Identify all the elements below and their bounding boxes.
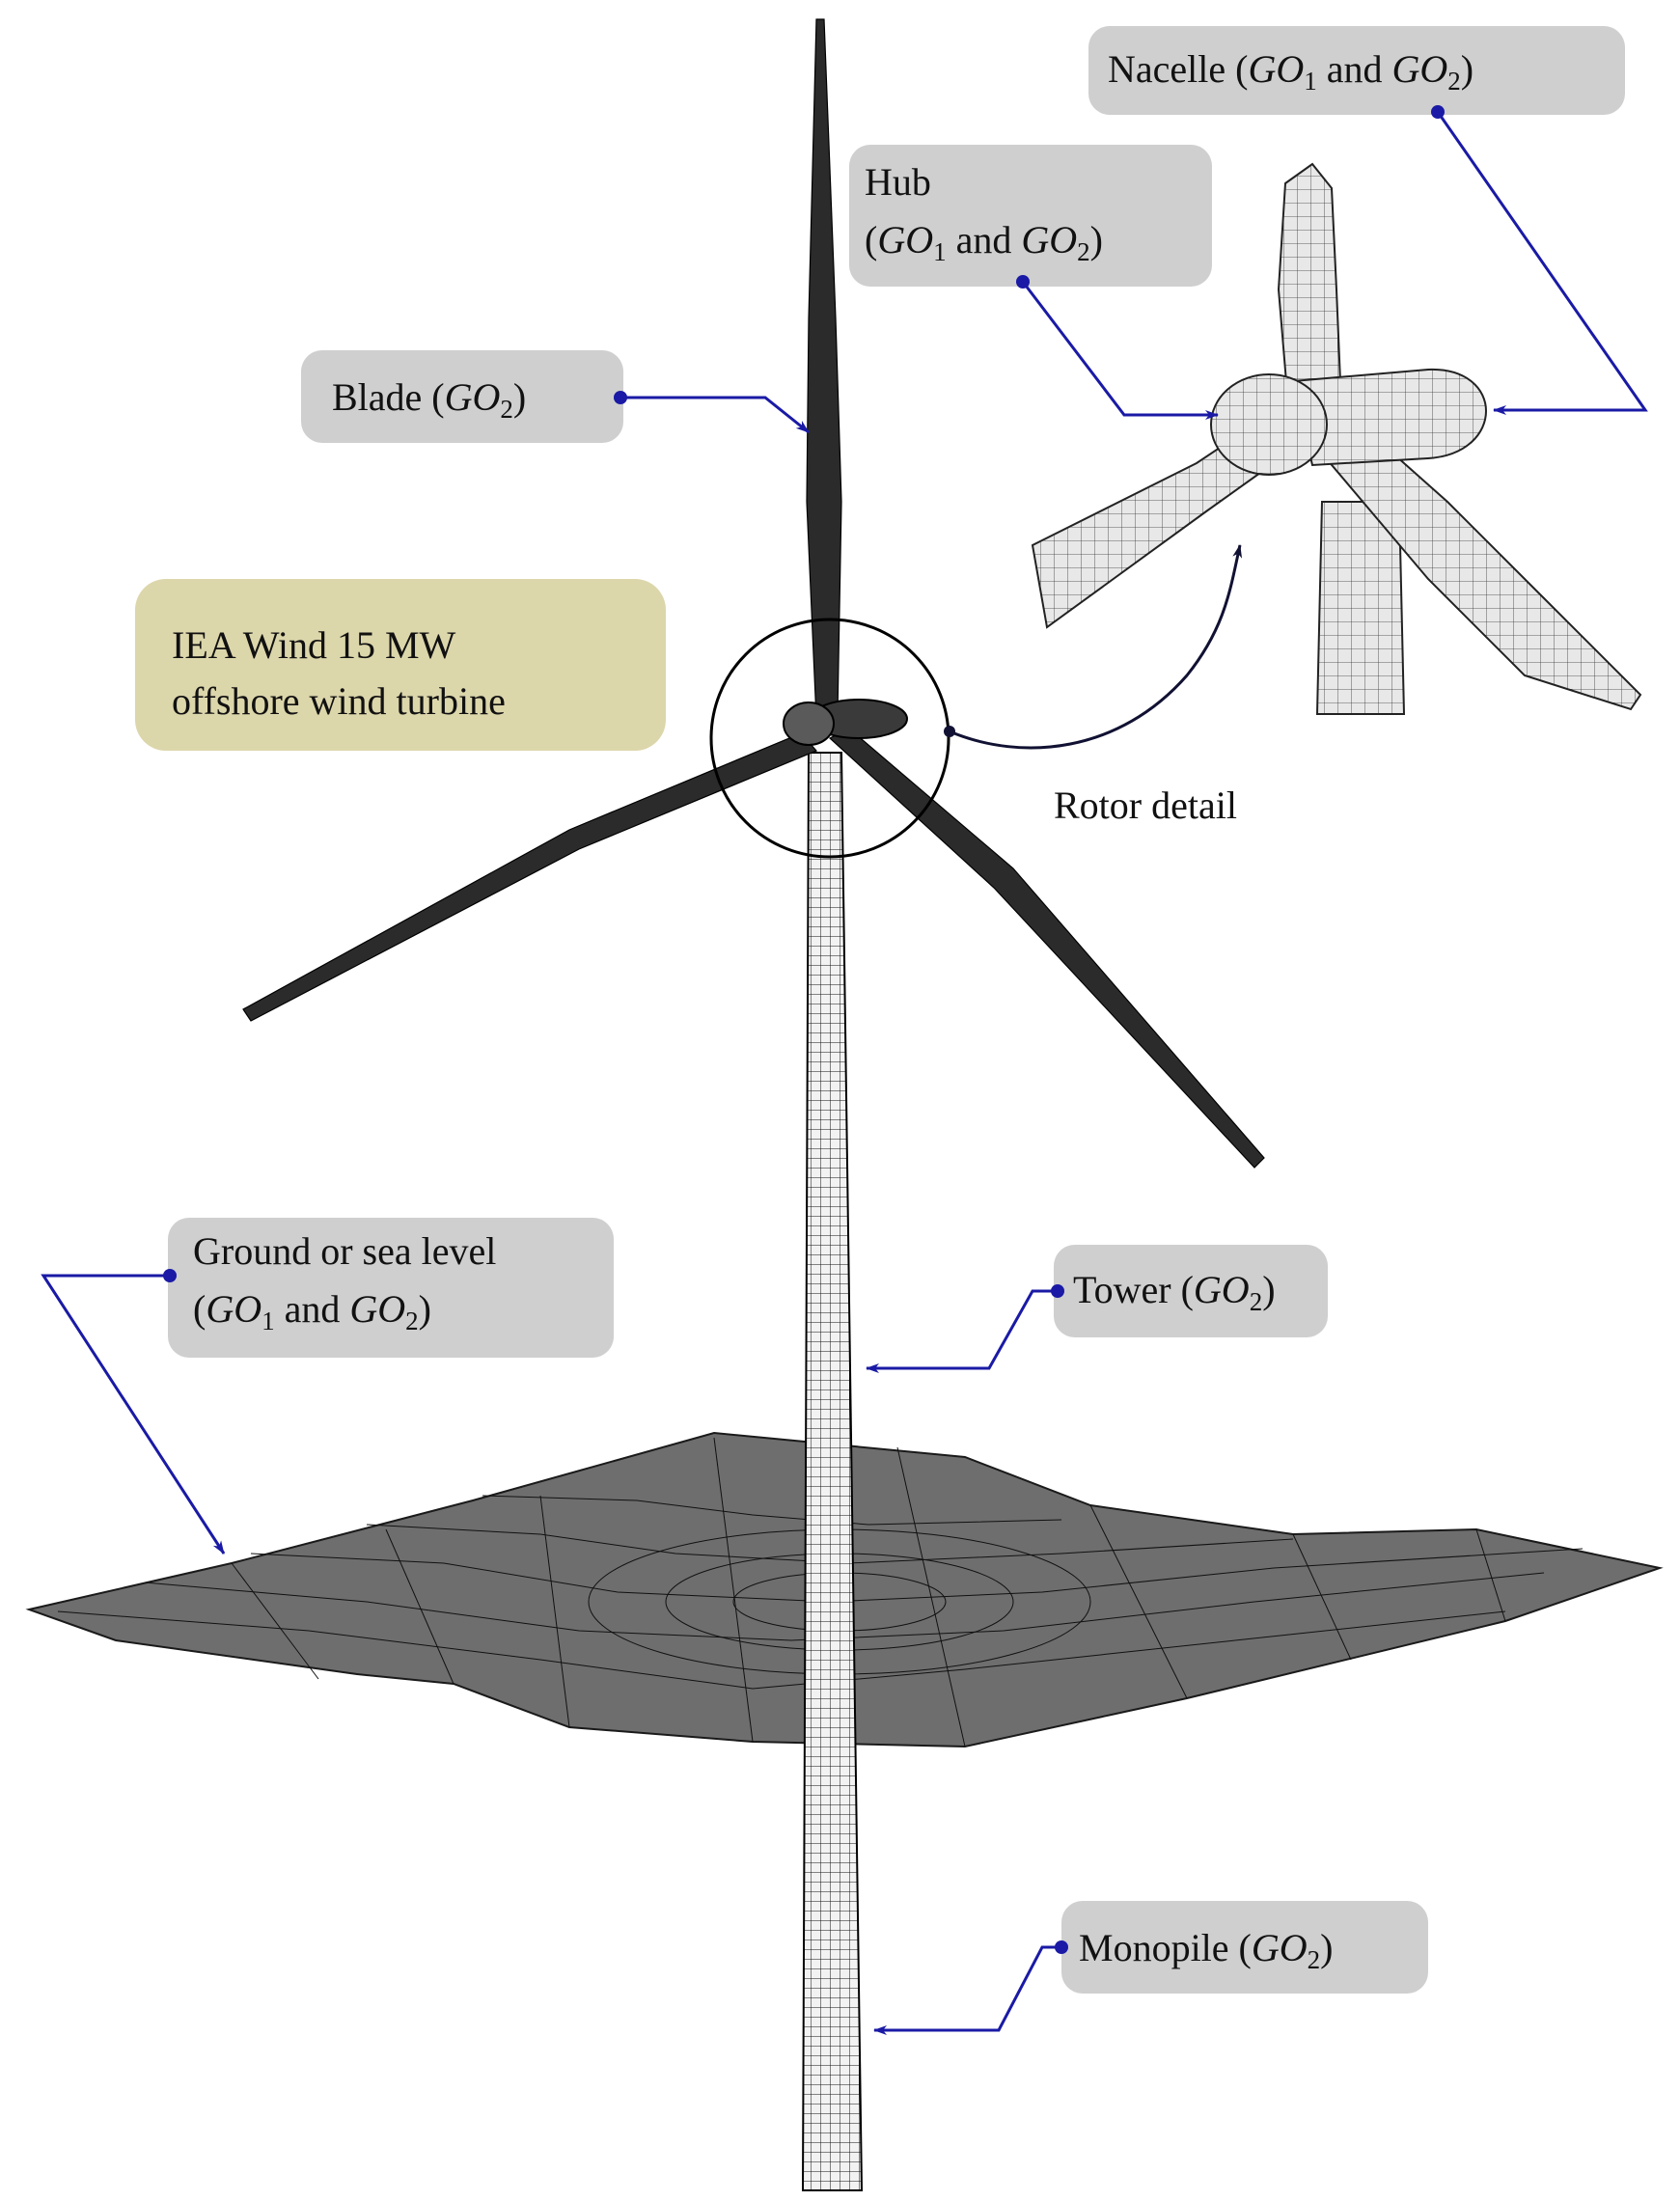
blade-left	[242, 732, 818, 1022]
title-line2: offshore wind turbine	[172, 679, 506, 723]
blade-label: Blade (GO2)	[332, 375, 526, 424]
rotor-detail-inset	[1031, 162, 1642, 715]
monopile-callout: Monopile (GO2)	[873, 1901, 1428, 2035]
title-callout: IEA Wind 15 MW offshore wind turbine	[135, 579, 666, 751]
ground-label-line2: (GO1 and GO2)	[193, 1287, 431, 1335]
title-line1: IEA Wind 15 MW	[172, 623, 456, 667]
hub-callout: Hub (GO1 and GO2)	[849, 145, 1219, 420]
ground-label-line1: Ground or sea level	[193, 1229, 496, 1273]
hub-nacelle	[783, 699, 908, 746]
hub-label-line1: Hub	[865, 160, 931, 204]
rotor-detail-callout	[709, 544, 1243, 859]
nacelle-label: Nacelle (GO1 and GO2)	[1108, 47, 1473, 96]
nacelle-callout: Nacelle (GO1 and GO2)	[1088, 26, 1648, 415]
ground-callout: Ground or sea level (GO1 and GO2)	[41, 1218, 614, 1554]
tower-label: Tower (GO2)	[1073, 1268, 1276, 1316]
rotor-detail-label: Rotor detail	[1054, 784, 1237, 827]
tower-callout: Tower (GO2)	[866, 1245, 1328, 1373]
monopile-label: Monopile (GO2)	[1079, 1926, 1333, 1974]
hub-label-line2: (GO1 and GO2)	[865, 218, 1103, 266]
tower	[801, 752, 864, 2191]
blade-callout: Blade (GO2)	[301, 350, 810, 443]
blade-up	[806, 18, 842, 720]
